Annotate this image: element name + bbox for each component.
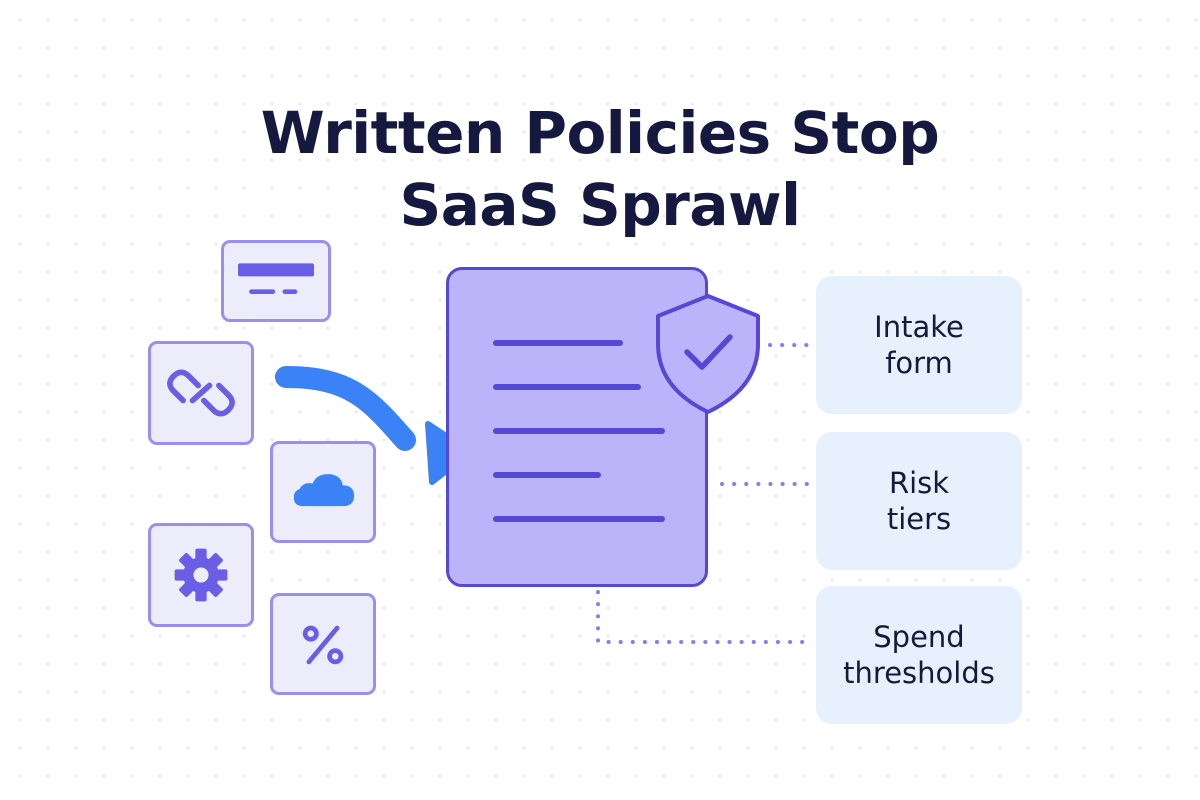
document-line [493,472,601,478]
title-line-2: SaaS Sprawl [399,170,801,239]
document-line [493,516,665,522]
percent-icon [302,625,344,665]
document-line [493,384,641,390]
link-icon [167,369,235,417]
gear-icon [174,548,228,602]
document-line [493,340,623,346]
policy-card-spend-thresholds: Spend thresholds [816,586,1022,724]
policy-card-label: Intake [874,310,964,344]
cloud-icon [293,474,355,507]
policy-card-label: tiers [886,502,952,536]
title-line-1: Written Policies Stop [260,98,940,167]
percent-tile [270,593,376,695]
policy-card-intake-form: Intake form [816,276,1022,414]
page-title: Written Policies Stop SaaS Sprawl [0,97,1200,241]
connector-spend [596,590,810,644]
policy-card-risk-tiers: Risk tiers [816,432,1022,570]
credit-card-tile [221,240,331,322]
link-tile [148,341,254,445]
policy-card-label: Spend [873,620,965,654]
document-line [493,428,665,434]
policy-card-label: form [885,346,953,380]
policy-card-label: thresholds [843,656,995,690]
gear-tile [148,523,254,627]
policy-card-label: Risk [888,466,950,500]
credit-card-icon [238,263,314,294]
cloud-tile [270,441,376,543]
